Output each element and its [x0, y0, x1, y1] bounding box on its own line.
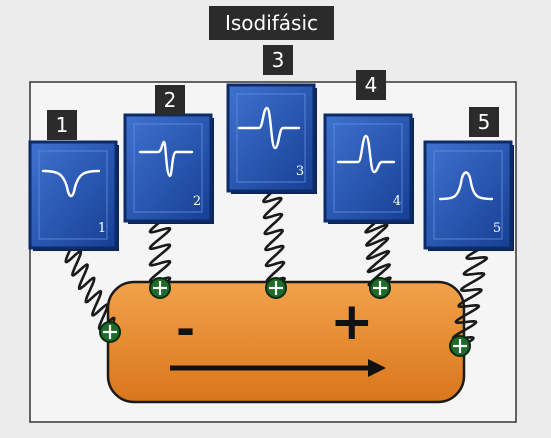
coiled-wires — [64, 190, 489, 348]
waveform-2 — [138, 140, 194, 178]
electrode-number-3: 3 — [296, 164, 304, 179]
lead-tag-5: 5 — [469, 107, 499, 137]
ground-connector-icon — [369, 277, 391, 299]
waveform-5 — [438, 171, 494, 201]
electrodes: 1 2 3 4 5 — [28, 83, 514, 251]
electrode-number-1: 1 — [98, 221, 106, 236]
positive-label: + — [330, 292, 374, 352]
electrode-5: 5 — [423, 140, 514, 251]
electrode-4: 4 — [323, 113, 414, 224]
lead-tag-3: 3 — [263, 45, 293, 75]
direction-arrow — [170, 359, 386, 377]
ground-connector-icon — [99, 321, 121, 343]
waveform-4 — [336, 134, 396, 174]
connectors — [99, 277, 471, 357]
electrode-number-5: 5 — [493, 221, 501, 236]
ground-connector-icon — [449, 335, 471, 357]
lead-tag-4: 4 — [356, 70, 386, 100]
waveform-3 — [237, 106, 301, 150]
electrode-number-4: 4 — [393, 194, 401, 209]
electrode-2: 2 — [123, 113, 214, 224]
page-title: Isodifásic — [209, 6, 334, 40]
electrode-1: 1 — [28, 140, 119, 251]
coiled-wire-icon — [364, 220, 392, 290]
electrode-3: 3 — [226, 83, 317, 194]
coiled-wire-icon — [261, 190, 287, 290]
electrode-number-2: 2 — [193, 194, 201, 209]
negative-label: - — [176, 302, 196, 356]
coiled-wire-icon — [451, 248, 489, 348]
muscle-strip — [106, 280, 466, 404]
ground-connector-icon — [149, 277, 171, 299]
coiled-wire-icon — [64, 248, 116, 332]
waveform-1 — [41, 169, 101, 198]
ground-connector-icon — [265, 277, 287, 299]
lead-tag-1: 1 — [47, 110, 77, 140]
lead-tag-2: 2 — [155, 85, 185, 115]
